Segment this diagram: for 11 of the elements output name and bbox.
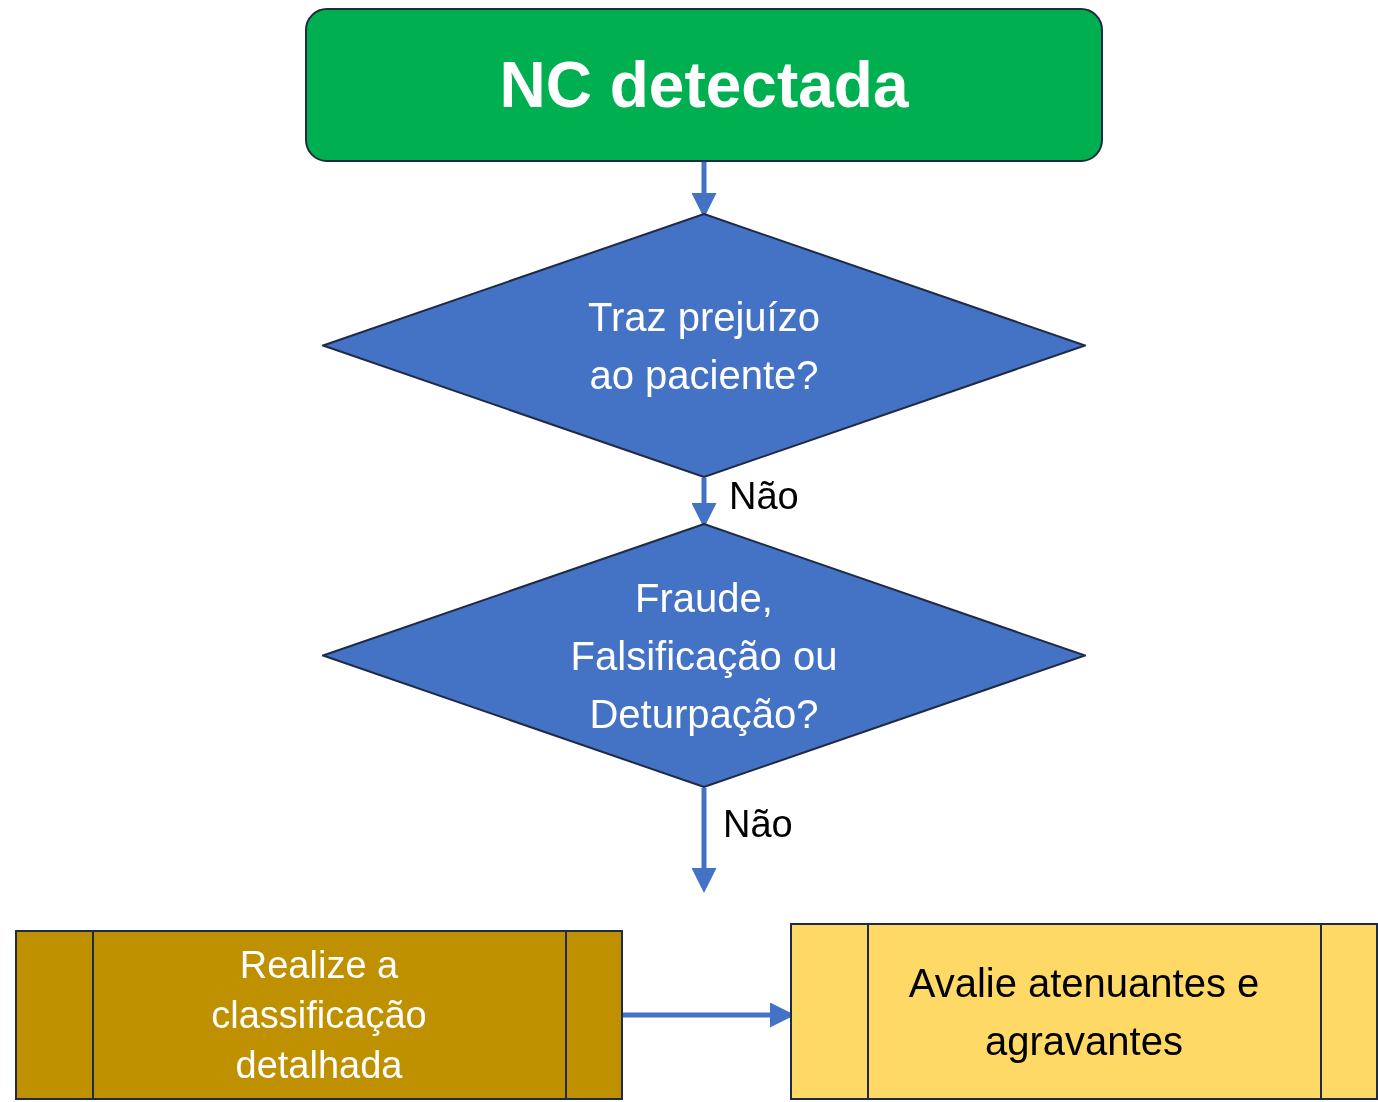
- arrow: [691, 788, 717, 893]
- node-text: Fraude, Falsificação ou Deturpação?: [569, 574, 839, 738]
- decision-diamond: [322, 523, 1086, 788]
- decision-diamond: [322, 213, 1086, 478]
- predefined-process-box: [15, 930, 623, 1100]
- node-text: NC detectada: [499, 48, 909, 123]
- node-text: Avalie atenuantes e agravantes: [907, 959, 1261, 1065]
- node-text: Realize a classificação detalhada: [210, 943, 428, 1088]
- node-text: Traz prejuízo ao paciente?: [587, 293, 821, 399]
- predefined-process-box: [790, 923, 1378, 1100]
- start-box: [305, 8, 1103, 162]
